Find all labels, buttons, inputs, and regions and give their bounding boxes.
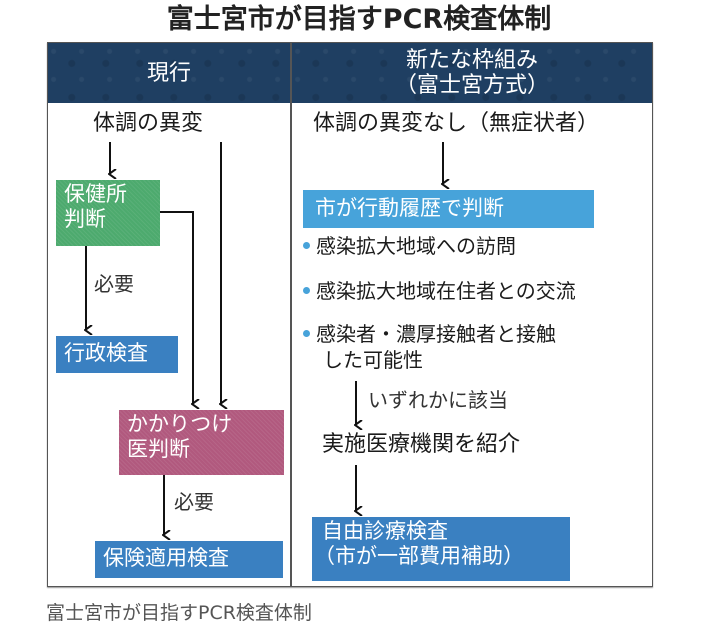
diagram-title: 富士宮市が目指すPCR検査体制 [166, 4, 552, 35]
arrow-health-center-to-family-doctor [160, 211, 193, 404]
any-applies-label: いずれかに該当 [368, 388, 508, 412]
free-test-line1: 自由診療検査 [322, 519, 448, 543]
city-judgement-box: 市が行動履歴で判断 [303, 190, 594, 228]
admin-test-box: 行政検査 [56, 336, 178, 373]
criterion-text: 感染拡大地域在住者との交流 [316, 279, 576, 303]
criterion-item: 感染拡大地域への訪問 [303, 233, 516, 259]
header-new: 新たな枠組み （富士宮方式） [292, 43, 652, 103]
header-current-label: 現行 [146, 60, 191, 86]
free-test-line2: （市が一部費用補助） [314, 544, 524, 568]
criterion-continuation: した可能性 [323, 348, 423, 372]
health-center-line1: 保健所 [64, 182, 127, 206]
insurance-test-box: 保険適用検査 [95, 541, 283, 578]
bullet-icon [303, 287, 310, 294]
diagram-frame [47, 42, 653, 587]
health-center-box: 保健所 判断 [56, 180, 160, 246]
new-start: 体調の異変なし（無症状者） [313, 111, 600, 136]
needed-label-2: 必要 [174, 490, 214, 514]
family-doctor-box: かかりつけ 医判断 [119, 410, 284, 475]
free-test-box: 自由診療検査 （市が一部費用補助） [312, 517, 570, 581]
header-new-line1: 新たな枠組み [405, 48, 538, 73]
caption: 富士宮市が目指すPCR検査体制 [46, 602, 312, 624]
column-divider [290, 42, 292, 587]
header-current: 現行 [48, 43, 290, 103]
criterion-text: 感染者・濃厚接触者と接触 [316, 322, 556, 346]
bullet-icon [303, 242, 310, 249]
family-doctor-line2: 医判断 [127, 437, 190, 461]
family-doctor-line1: かかりつけ [127, 412, 233, 436]
current-start: 体調の異変 [93, 111, 204, 136]
needed-label-1: 必要 [94, 272, 134, 296]
criterion-text: 感染拡大地域への訪問 [316, 234, 516, 258]
criterion-item: 感染拡大地域在住者との交流 [303, 278, 576, 304]
bullet-icon [303, 330, 310, 337]
header-new-line2: （富士宮方式） [394, 73, 549, 98]
referral-text: 実施医療機関を紹介 [322, 432, 521, 457]
health-center-line2: 判断 [64, 207, 106, 231]
criterion-item: 感染者・濃厚接触者と接触 [303, 321, 556, 347]
